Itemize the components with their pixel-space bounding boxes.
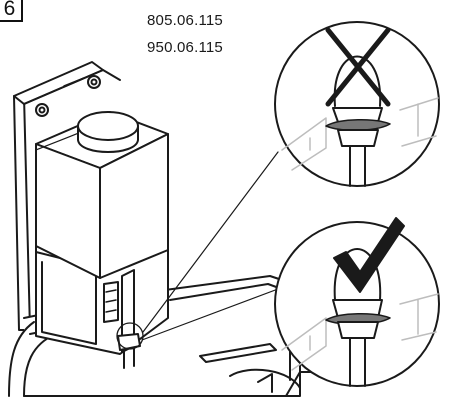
detail-circle-incorrect	[274, 21, 440, 187]
cross-icon	[325, 27, 391, 107]
part-number-2: 950.06.115	[147, 39, 223, 56]
step-number-badge: 6	[0, 0, 23, 22]
container-cap	[77, 111, 139, 153]
check-icon	[333, 217, 405, 293]
detail-circle-correct	[274, 221, 440, 387]
part-number-1: 805.06.115	[147, 12, 223, 29]
detail-leader-lines	[141, 151, 287, 341]
pump-nozzle	[116, 309, 144, 369]
dispenser-back-plate	[13, 61, 121, 331]
